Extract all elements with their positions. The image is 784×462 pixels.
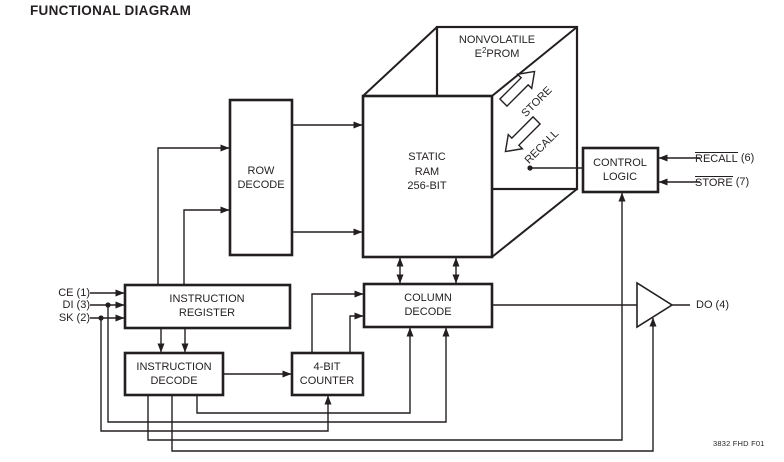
eeprom-edge-top-left: [362, 26, 438, 97]
wire-register-to-rowdecode-1: [157, 144, 230, 285]
wire-instdecode-to-controllogic: [147, 192, 626, 441]
row-decode-box: [228, 98, 294, 257]
sk-junction-dot: [98, 315, 104, 321]
page-title: FUNCTIONAL DIAGRAM: [30, 3, 192, 18]
wire-di-to-columndecode: [107, 305, 450, 423]
column-decode-box: [362, 282, 494, 329]
control-logic-box: [581, 146, 660, 194]
static-ram-box: [361, 94, 494, 259]
pin-recall-name: RECALL: [695, 152, 738, 165]
wire-instdecode-to-columndecode: [196, 327, 414, 414]
eeprom-label: NONVOLATILE E2PROM: [437, 33, 557, 62]
eeprom-label-line2: E2PROM: [474, 46, 520, 60]
pin-sk-label: SK (2): [58, 312, 90, 324]
wire-counter-to-columndecode-2: [349, 312, 364, 353]
control-logic-label: CONTROL LOGIC: [593, 157, 647, 183]
pin-store-suffix: (7): [732, 176, 750, 188]
pin-store-name: STORE: [695, 176, 733, 189]
wire-register-to-rowdecode-2: [183, 206, 230, 285]
eeprom-label-line1: NONVOLATILE: [458, 34, 536, 46]
pin-store-label: STORE (7): [695, 176, 749, 189]
row-decode-label: ROW DECODE: [237, 165, 285, 191]
counter-box: [290, 351, 365, 397]
pin-recall-label: RECALL (6): [695, 152, 754, 165]
wire-instdecode-to-do-buffer: [171, 317, 657, 452]
pin-di-label: DI (3): [62, 299, 91, 311]
eeprom-edge-top-right: [491, 26, 578, 97]
column-decode-label: COLUMN DECODE: [404, 292, 452, 318]
wire-sk-to-counter: [100, 318, 332, 432]
pin-recall-suffix: (6): [737, 152, 755, 164]
recall-junction-dot: [527, 165, 533, 171]
eeprom-superscript: 2: [481, 46, 487, 55]
counter-label: 4-BIT COUNTER: [299, 361, 355, 387]
instruction-register-label: INSTRUCTION REGISTER: [169, 293, 245, 319]
pin-do-label: DO (4): [696, 299, 729, 311]
wire-counter-to-columndecode-1: [311, 290, 364, 353]
recall-block-arrow: [504, 115, 542, 153]
eeprom-edge-bottom-right: [491, 188, 578, 258]
instruction-register-box: [123, 283, 292, 330]
instruction-decode-label: INSTRUCTION DECODE: [136, 361, 212, 387]
static-ram-label: STATIC RAM 256-BIT: [407, 151, 447, 192]
do-output-buffer: [636, 281, 674, 329]
store-block-arrow: [498, 70, 536, 108]
instruction-decode-box: [123, 351, 225, 397]
figure-number: 3832 FHD F01: [713, 439, 765, 448]
pin-ce-label: CE (1): [58, 287, 90, 299]
di-junction-dot: [105, 302, 111, 308]
